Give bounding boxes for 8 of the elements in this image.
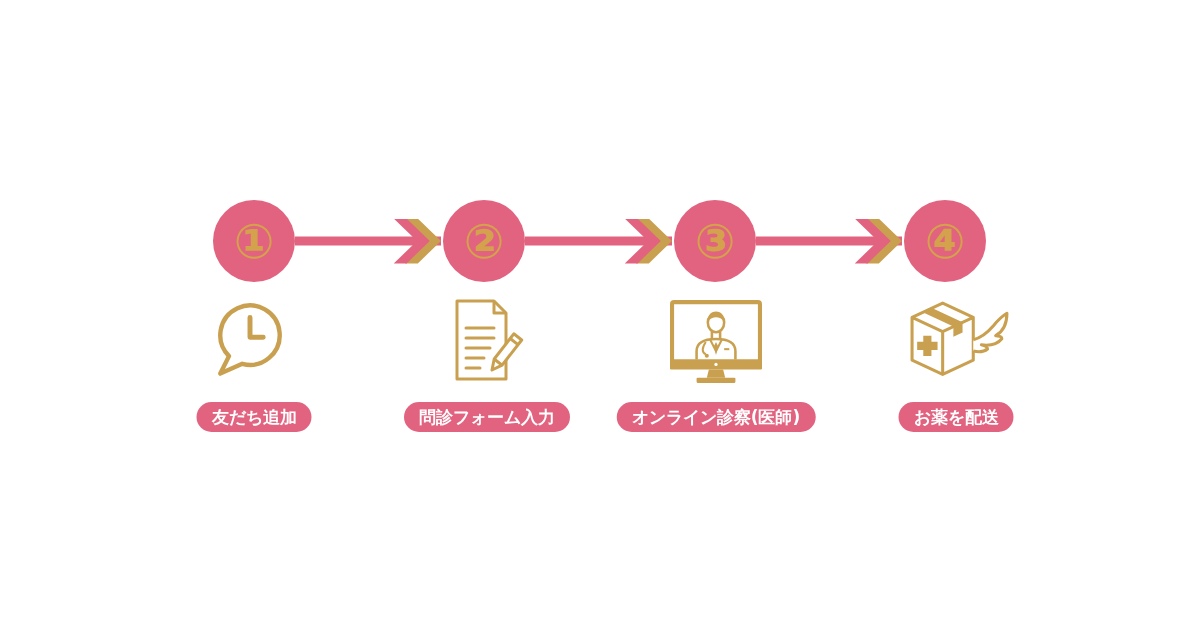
step-label: オンライン診察(医師) bbox=[616, 402, 816, 432]
step-label: お薬を配送 bbox=[898, 402, 1014, 432]
step-number: ① bbox=[233, 217, 275, 265]
step-number: ③ bbox=[694, 217, 736, 265]
step-number: ④ bbox=[924, 217, 966, 265]
step-label: 友だち追加 bbox=[196, 402, 312, 432]
step-label: 問診フォーム入力 bbox=[404, 402, 570, 432]
step-number: ② bbox=[463, 217, 505, 265]
